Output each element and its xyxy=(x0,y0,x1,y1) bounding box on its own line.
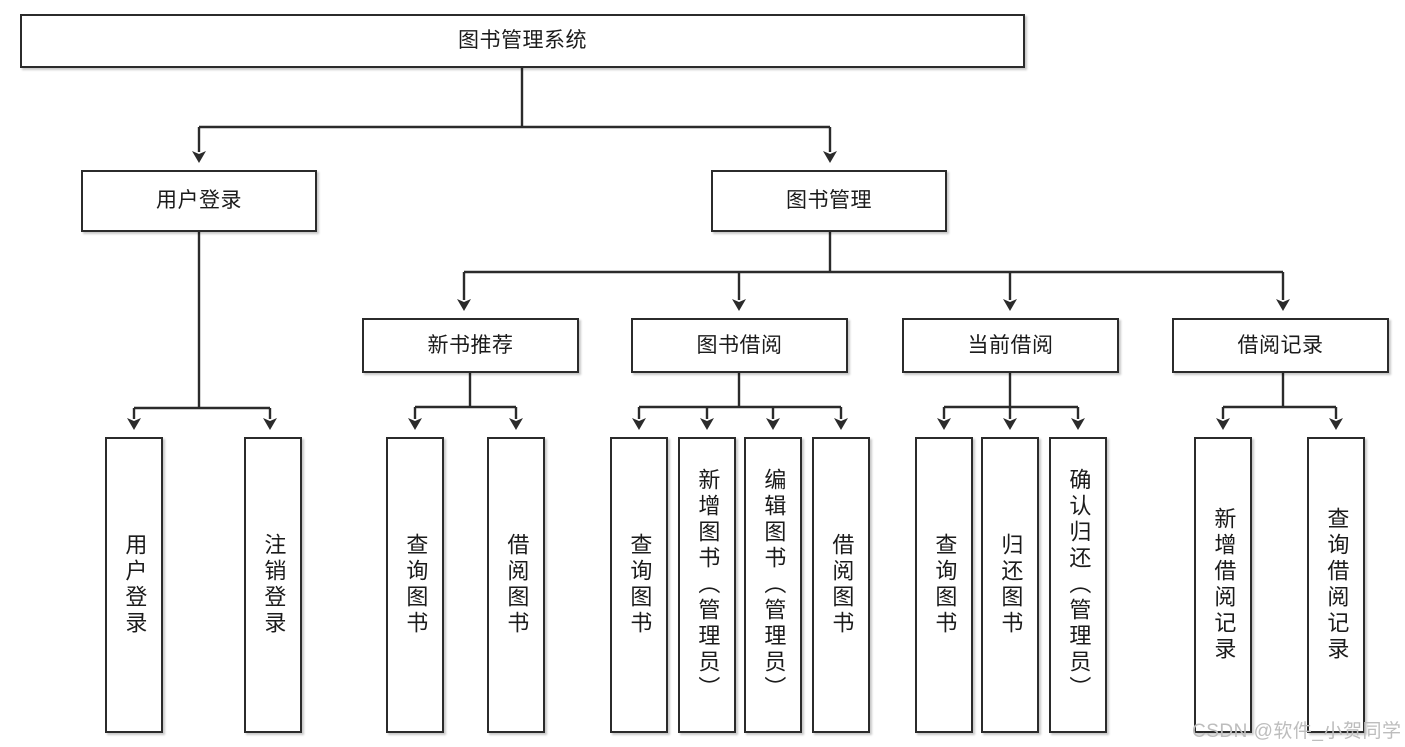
node-user-login-label: 用户登录 xyxy=(156,189,242,213)
leaf-user-login[interactable]: 用户登录 xyxy=(105,437,163,733)
node-borrow-record-label: 借阅记录 xyxy=(1237,333,1324,357)
leaf-add-book-admin-label: 新增图书（管理员） xyxy=(695,468,721,702)
leaf-borrow-book[interactable]: 借阅图书 xyxy=(812,437,870,733)
leaf-borrow-books-recommend-label: 借阅图书 xyxy=(504,533,530,637)
node-book-borrow-label: 图书借阅 xyxy=(696,333,783,357)
leaf-query-books-recommend[interactable]: 查询图书 xyxy=(386,437,444,733)
leaf-query-books-current-label: 查询图书 xyxy=(932,533,958,637)
leaf-logout-login-label: 注销登录 xyxy=(261,533,287,637)
leaf-query-borrow-record-label: 查询借阅记录 xyxy=(1324,507,1350,663)
leaf-query-books-current[interactable]: 查询图书 xyxy=(915,437,973,733)
leaf-return-book-label: 归还图书 xyxy=(998,533,1024,637)
leaf-confirm-return-admin[interactable]: 确认归还（管理员） xyxy=(1049,437,1107,733)
leaf-logout-login[interactable]: 注销登录 xyxy=(244,437,302,733)
leaf-edit-book-admin-label: 编辑图书（管理员） xyxy=(761,468,787,702)
leaf-query-books-borrow-label: 查询图书 xyxy=(627,533,653,637)
node-current-borrow[interactable]: 当前借阅 xyxy=(902,318,1119,373)
leaf-borrow-book-label: 借阅图书 xyxy=(829,533,855,637)
node-root-label: 图书管理系统 xyxy=(458,29,587,53)
leaf-edit-book-admin[interactable]: 编辑图书（管理员） xyxy=(744,437,802,733)
leaf-query-books-recommend-label: 查询图书 xyxy=(403,533,429,637)
node-book-management[interactable]: 图书管理 xyxy=(711,170,947,232)
node-new-book-recommend[interactable]: 新书推荐 xyxy=(362,318,579,373)
leaf-query-books-borrow[interactable]: 查询图书 xyxy=(610,437,668,733)
node-borrow-record[interactable]: 借阅记录 xyxy=(1172,318,1389,373)
leaf-borrow-books-recommend[interactable]: 借阅图书 xyxy=(487,437,545,733)
leaf-add-borrow-record-label: 新增借阅记录 xyxy=(1211,507,1237,663)
leaf-return-book[interactable]: 归还图书 xyxy=(981,437,1039,733)
leaf-query-borrow-record[interactable]: 查询借阅记录 xyxy=(1307,437,1365,733)
node-new-book-recommend-label: 新书推荐 xyxy=(427,333,514,357)
node-current-borrow-label: 当前借阅 xyxy=(967,333,1054,357)
node-book-management-label: 图书管理 xyxy=(786,189,872,213)
node-book-borrow[interactable]: 图书借阅 xyxy=(631,318,848,373)
node-user-login[interactable]: 用户登录 xyxy=(81,170,317,232)
node-root[interactable]: 图书管理系统 xyxy=(20,14,1025,68)
leaf-add-book-admin[interactable]: 新增图书（管理员） xyxy=(678,437,736,733)
leaf-confirm-return-admin-label: 确认归还（管理员） xyxy=(1066,468,1092,702)
leaf-user-login-label: 用户登录 xyxy=(122,533,148,637)
leaf-add-borrow-record[interactable]: 新增借阅记录 xyxy=(1194,437,1252,733)
